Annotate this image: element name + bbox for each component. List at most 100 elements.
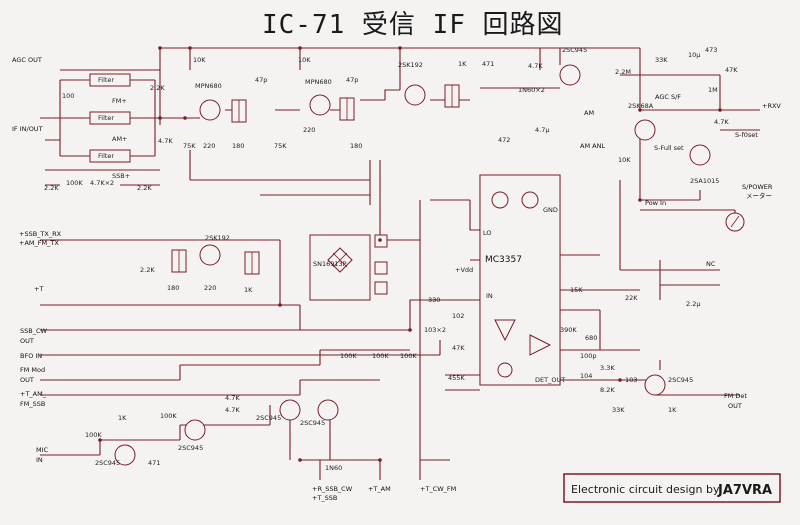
port-if-in-out: IF IN/OUT — [12, 125, 43, 133]
filter-1 — [89, 73, 131, 87]
value-c9: 10μ — [688, 51, 700, 59]
value-c1: 47p — [255, 76, 267, 84]
wiring — [40, 47, 760, 480]
q9-label: 2SC945 — [95, 459, 120, 467]
value-r30: 22K — [625, 294, 638, 302]
value-c13: 2.2μ — [686, 300, 700, 308]
value-r16: 10K — [618, 156, 631, 164]
value-r3: 2.2K — [150, 84, 165, 92]
value-c8: 33K — [655, 56, 668, 64]
value-r10: 4.7K — [528, 62, 543, 70]
port-fm-mod-out: OUT — [20, 376, 34, 384]
value-r34: 2.2K — [44, 184, 59, 192]
credit-box — [563, 473, 781, 503]
port-s-f0set: S-f0set — [735, 131, 758, 139]
value-r1: 10K — [193, 56, 206, 64]
transistor-q4 — [559, 64, 581, 86]
value-r43: 1K — [118, 414, 127, 422]
value-c11: 100p — [580, 352, 597, 360]
value-r32: 100K — [66, 179, 83, 187]
signal-am: AM — [584, 109, 594, 117]
credit-prefix: Electronic circuit design by — [571, 483, 720, 496]
value-r17: 4.7K — [714, 118, 729, 126]
credit-author: JA7VRA — [717, 483, 772, 498]
transistor-q5 — [634, 119, 656, 141]
port-t-am-bottom: +T_AM — [368, 485, 391, 493]
value-c12: 104 — [580, 372, 592, 380]
value-r12: 473 — [705, 46, 717, 54]
value-c6: 1N60×2 — [518, 86, 545, 94]
ic-mc3357: MC3357 LO GND IN DET_OUT +Vdd — [455, 174, 565, 386]
port-am-fm-tx: +AM_FM_TX — [19, 239, 59, 247]
value-r36: 100K — [340, 352, 357, 360]
port-labels: AGC OUT IF IN/OUT +SSB_TX_RX +AM_FM_TX +… — [12, 56, 781, 502]
mc3357-pin-gnd: GND — [543, 206, 558, 214]
q3-label: 2SK192 — [398, 61, 423, 69]
port-meter: メーター — [746, 191, 772, 200]
value-c14: 103 — [625, 376, 637, 384]
value-r31: 1K — [668, 406, 677, 414]
transistor-q9 — [114, 444, 136, 466]
filter-fm-label: FM+ — [112, 97, 127, 105]
q10-label: 2SC945 — [178, 444, 203, 452]
junction-dots — [98, 46, 722, 462]
value-r39: 4.7K — [225, 394, 240, 402]
transistor-q1 — [199, 99, 221, 121]
port-mic-in: IN — [36, 456, 43, 464]
q2-label: MPN680 — [305, 78, 332, 86]
value-r37: 100K — [372, 352, 389, 360]
value-r11: 4.7μ — [535, 126, 549, 134]
value-r14: 1M — [708, 86, 718, 94]
port-mic: MIC — [36, 446, 49, 454]
value-r33: 4.7K×2 — [90, 179, 114, 187]
value-r41: 100K — [160, 412, 177, 420]
value-r4: 4.7K — [158, 137, 173, 145]
transistor-q6 — [689, 144, 711, 166]
if-transformers — [171, 84, 460, 275]
transistor-q8 — [644, 374, 666, 396]
port-ssb-cw: SSB_CW — [20, 327, 47, 335]
q8-label: 2SC945 — [668, 376, 693, 384]
value-xtal: 455K — [448, 374, 465, 382]
port-ssb-cw-out: OUT — [20, 337, 34, 345]
mc3357-label: MC3357 — [485, 255, 522, 265]
value-c5: 1K — [458, 60, 467, 68]
transistor-q12 — [317, 399, 339, 421]
filter-label-1: Filter — [98, 76, 114, 84]
value-r20: 220 — [204, 284, 216, 292]
q4-label: 2SC945 — [562, 46, 587, 54]
value-c15: 33K — [612, 406, 625, 414]
filter-3 — [89, 149, 131, 163]
value-r35: 2.2K — [137, 184, 152, 192]
value-r25: 390K — [560, 326, 577, 334]
port-r-ssb-cw: +R_SSB_CW — [312, 485, 353, 493]
transistor-q10 — [184, 419, 206, 441]
port-t-am: +T_AM_ — [20, 390, 47, 398]
port-bfo-in: BFO IN — [20, 352, 42, 360]
mc3357-pin-in: IN — [486, 292, 493, 300]
transistor-q7 — [199, 244, 221, 266]
value-r18: 2.2K — [140, 266, 155, 274]
port-fm-mod: FM Mod — [20, 366, 45, 374]
q5-label: 2SK68A — [628, 102, 654, 110]
port-ssb-tx-rx: +SSB_TX_RX — [19, 230, 62, 238]
filter-bank: Filter Filter Filter FM+ AM+ SSB+ — [89, 73, 131, 180]
value-r21: 1K — [244, 286, 253, 294]
value-r42: 100K — [85, 431, 102, 439]
vdd-label: +Vdd — [455, 266, 473, 274]
transistor-q3 — [404, 84, 426, 106]
q7-label: 2SK192 — [205, 234, 230, 242]
signal-am-anl: AM ANL — [580, 142, 605, 150]
port-fm-det-out: OUT — [728, 402, 742, 410]
port-fm-ssb: FM_SSB — [20, 400, 45, 408]
filter-ssb-label: SSB+ — [112, 172, 130, 180]
value-c10: 103×2 — [424, 326, 446, 334]
value-d1: 471 — [482, 60, 494, 68]
filter-label-2: Filter — [98, 114, 114, 122]
value-r28: 8.2K — [600, 386, 615, 394]
value-r2: 10K — [298, 56, 311, 64]
port-s-power: S/POWER — [742, 183, 773, 191]
transistors: MPN680 MPN680 2SK192 2SC945 2SK68A 2SA10… — [95, 46, 719, 467]
